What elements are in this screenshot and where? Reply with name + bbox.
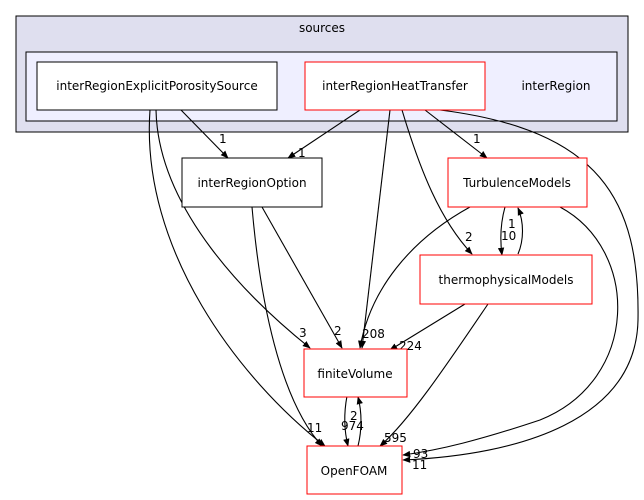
node-openfoam[interactable]: OpenFOAM	[306, 445, 403, 495]
node-turbulence[interactable]: TurbulenceModels	[447, 157, 588, 208]
node-thermo-label: thermophysicalModels	[439, 273, 574, 287]
edge-label-turbulence-thermo: 10	[501, 229, 516, 243]
node-finitevolume-label: finiteVolume	[317, 367, 392, 381]
node-option[interactable]: interRegionOption	[181, 157, 323, 208]
edge-heat-to-turbulence	[424, 109, 488, 159]
edge-label-heat-turbulence: 1	[473, 132, 481, 146]
node-turbulence-label: TurbulenceModels	[462, 176, 571, 190]
node-heat[interactable]: interRegionHeatTransfer	[304, 61, 486, 111]
node-openfoam-label: OpenFOAM	[321, 464, 388, 478]
edge-thermo-to-openfoam	[379, 303, 489, 447]
edge-label-option-openfoam: 11	[307, 421, 322, 435]
edge-heat-to-thermo	[401, 109, 473, 255]
edge-label-porosity-option: 1	[219, 132, 227, 146]
cluster-interregion-label: interRegion	[521, 79, 590, 93]
node-thermo[interactable]: thermophysicalModels	[419, 254, 593, 305]
node-finitevolume[interactable]: finiteVolume	[303, 348, 408, 398]
edge-heat-to-openfoam	[402, 109, 639, 463]
node-option-label: interRegionOption	[197, 176, 306, 190]
edge-openfoam-to-finitevolume	[356, 396, 363, 447]
edge-porosity-to-option	[180, 109, 229, 159]
edge-label-finitevolume-openfoam: 974	[341, 419, 364, 433]
edge-label-turbulence-openfoam: 93	[413, 447, 428, 461]
edge-label-option-finitevolume: 2	[334, 324, 342, 338]
edge-label-thermo-openfoam: 595	[384, 431, 407, 445]
edge-label-openfoam-finitevolume: 2	[350, 409, 358, 423]
edge-porosity-to-finitevolume	[155, 109, 311, 349]
edge-thermo-to-turbulence	[517, 207, 524, 255]
edge-option-to-finitevolume	[261, 206, 343, 349]
edge-label-porosity-finitevolume: 3	[299, 326, 307, 340]
edge-label-heat-openfoam: 11	[412, 458, 427, 472]
edge-heat-to-option	[287, 109, 361, 159]
edge-label-thermo-turbulence: 1	[508, 217, 516, 231]
edge-label-heat-option: 1	[298, 146, 306, 160]
edge-turbulence-to-openfoam	[402, 206, 619, 458]
node-porosity-label: interRegionExplicitPorositySource	[56, 79, 257, 93]
edge-turbulence-to-finitevolume	[358, 206, 471, 349]
edge-finitevolume-to-openfoam	[343, 395, 350, 447]
node-heat-label: interRegionHeatTransfer	[322, 79, 468, 93]
edge-heat-to-finitevolume	[359, 109, 391, 349]
edge-thermo-to-finitevolume	[389, 303, 466, 351]
edge-label-heat-thermo: 2	[465, 230, 473, 244]
edge-turbulence-to-thermo	[497, 206, 506, 256]
node-porosity[interactable]: interRegionExplicitPorositySource	[36, 61, 278, 111]
edge-label-turbulence-finitevolume: 208	[362, 327, 385, 341]
cluster-sources-label: sources	[299, 21, 345, 35]
edge-porosity-to-openfoam	[148, 109, 326, 447]
edge-option-to-openfoam	[251, 206, 323, 447]
